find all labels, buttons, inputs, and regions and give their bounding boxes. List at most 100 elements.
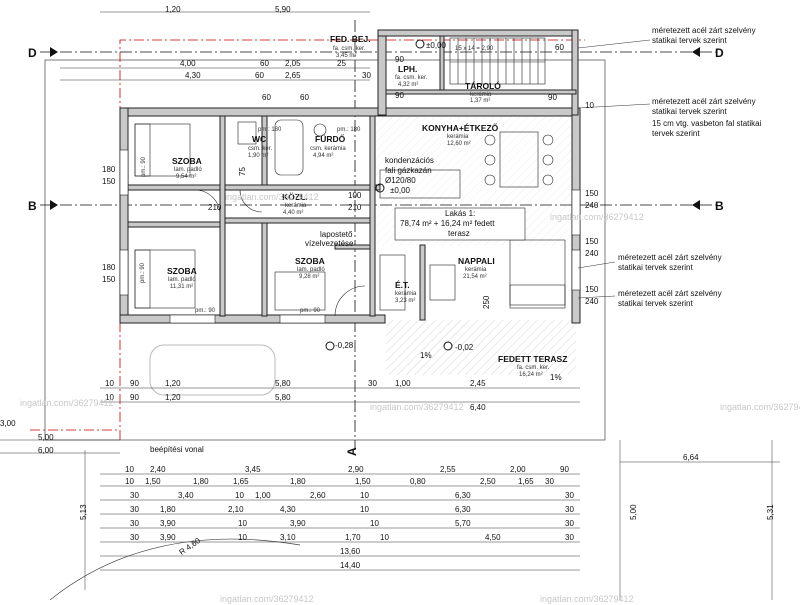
dim-m-18: 90 [548,93,557,102]
dims-bottom: 10 90 1,20 5,80 30 1,00 2,45 10 90 1,20 … [105,379,574,570]
note-5-line-2: statikai tervek szerint [618,299,693,308]
dim-r2-10: 30 [545,477,554,486]
room-area-tarolo: 1,37 m² [470,98,490,104]
dim-r3-8: 30 [565,491,574,500]
room-area-furdo: 4,94 m² [313,153,333,159]
room-area-szoba-3: 9,28 m² [299,274,319,280]
room-area-konyha: 12,60 m² [447,141,471,147]
dim-m-3: 150 [102,177,116,186]
dim-r4-6: 6,30 [455,505,471,514]
room-name-terasz: FEDETT TERASZ [498,354,567,364]
room-name-fed-bej: FED. BEJ. [330,34,371,44]
watermark-7: ingatlan.com/36279412 [540,594,634,604]
watermark-4: ingatlan.com/36279412 [370,402,464,412]
room-material-fed-bej: fa. csm. ker. [333,46,366,52]
room-material-szoba-3: lam. padló [297,267,325,273]
dim-r3-4: 1,00 [255,491,271,500]
dim-top-12: 90 [395,91,404,100]
apartment-label-2: 78,74 m² + 16,24 m² fedett [400,219,495,228]
room-area-kozl: 4,40 m² [283,210,303,216]
dim-r6-4: 3,10 [280,533,296,542]
dim-r1-4: 2,90 [348,465,364,474]
dim-r5-5: 10 [370,519,379,528]
staircase [449,37,546,85]
pm-90-d: pm.: 90 [300,308,321,314]
boiler-label-2: fali gázkazán [385,166,432,175]
dim-b2-3: 1,20 [165,393,181,402]
dim-top-6: 4,30 [185,71,201,80]
apartment-label-1: Lakás 1: [445,209,475,218]
section-label-b-right: B [715,199,724,213]
stair-label: 15 x 14 = 2,90 [455,46,494,52]
dim-r4-1: 30 [130,505,139,514]
room-area-lph: 4,32 m² [398,82,418,88]
dim-r6-8: 30 [565,533,574,542]
dim-b2-1: 10 [105,393,114,402]
room-area-fed-bej: 3,45 m² [336,53,356,59]
room-material-furdo: csm. kerámia [310,146,346,152]
dim-left-3: 5,13 [79,504,88,520]
dim-top-4: 60 [260,59,269,68]
room-material-szoba-1: lam. padló [174,167,202,173]
room-material-lph: fa. csm. ker. [395,75,428,81]
dim-m-15: 210 [208,203,222,212]
dim-r6-7: 4,50 [485,533,501,542]
dim-m-7: 210 [348,203,362,212]
flat-roof-label-2: vízelvezetése [305,239,354,248]
dim-left-4: 3,00 [0,419,16,428]
dim-r4-4: 4,30 [280,505,296,514]
level-markers [325,39,453,351]
dim-r2-6: 1,50 [355,477,371,486]
dim-b1-3: 1,20 [165,379,181,388]
section-arrow-b-right [692,200,700,210]
dim-m-16: 75 [238,167,247,176]
pm-180: pm.: 180 [258,127,282,133]
pm-180-b: pm.: 180 [337,127,361,133]
dim-right-1: 6,64 [683,453,699,462]
dim-m-6: 100 [348,191,362,200]
dim-m-19: R 4,60 [178,536,203,557]
windows [119,149,581,324]
note-4-line-1: méretezett acél zárt szelvény [618,253,722,262]
room-material-wc: csm. ker. [248,146,272,152]
level-boiler: ±0,00 [390,186,411,195]
room-area-nappali: 21,54 m² [463,274,487,280]
watermark: ingatlan.com/36279412 ingatlan.com/36279… [20,192,800,604]
watermark-2: ingatlan.com/36279412 [550,212,644,222]
dim-top-10: 30 [362,71,371,80]
dims-side: 5,00 6,00 5,13 3,00 6,64 5,00 5,31 [0,419,775,520]
dim-b1-4: 5,80 [275,379,291,388]
dim-r2-9: 1,65 [518,477,534,486]
note-5-line-1: méretezett acél zárt szelvény [618,289,722,298]
dim-b1-2: 90 [130,379,139,388]
car-outline [149,344,276,396]
note-1-line-2: statikai tervek szerint [652,36,727,45]
dim-r5-4: 3,90 [290,519,306,528]
watermark-1: ingatlan.com/36279412 [225,192,319,202]
dim-r1-3: 3,45 [245,465,261,474]
room-name-tarolo: TÁROLÓ [465,80,501,91]
section-arrow-d-right [692,47,700,57]
dim-r2-7: 0,80 [410,477,426,486]
dim-b2-5: 6,40 [470,403,486,412]
dim-top-3: 4,00 [180,59,196,68]
dim-b2-2: 90 [130,393,139,402]
dim-r5-2: 3,90 [160,519,176,528]
room-material-et: kerámia [395,291,417,297]
dim-r3-1: 30 [130,491,139,500]
dim-b1-7: 2,45 [470,379,486,388]
room-material-nappali: kerámia [465,267,487,273]
room-name-szoba-2: SZOBA [167,266,197,276]
dim-r3-3: 10 [235,491,244,500]
plot-outline [44,59,606,441]
section-label-d-right: D [715,46,724,60]
dim-m-17: 60 [300,93,309,102]
level-outside: -0,28 [335,341,354,350]
pm-90-b: pm.: 90 [140,262,146,283]
room-area-et: 3,23 m² [395,298,415,304]
note-3-line-1: 15 cm vtg. vasbeton fal statikai [652,119,762,128]
dim-r3-5: 2,60 [310,491,326,500]
room-area-szoba-2: 11,31 m² [170,284,193,290]
dim-r5-7: 30 [565,519,574,528]
